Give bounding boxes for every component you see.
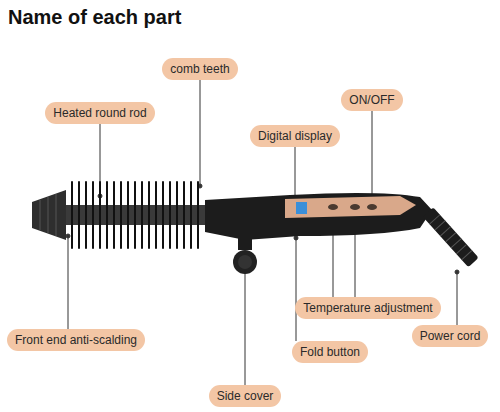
part-name: Front end anti-scalding bbox=[15, 333, 137, 347]
part-callout: comb teeth bbox=[162, 58, 237, 80]
part-name: Fold button bbox=[300, 345, 360, 359]
title: Name of each part bbox=[8, 6, 181, 29]
part-callout: ON/OFF bbox=[341, 89, 402, 111]
part-name: Side cover bbox=[217, 389, 274, 403]
part-name: Temperature adjustment bbox=[303, 301, 432, 315]
part-callout: Heated round rod bbox=[45, 102, 154, 124]
part-callout: Front end anti-scalding bbox=[7, 329, 145, 351]
part-callout: Temperature adjustment bbox=[295, 297, 440, 319]
part-name: comb teeth bbox=[170, 62, 229, 76]
part-name: Heated round rod bbox=[53, 106, 146, 120]
part-callout: Power cord bbox=[412, 325, 489, 347]
part-name: ON/OFF bbox=[349, 93, 394, 107]
part-name: Digital display bbox=[258, 129, 332, 143]
part-callout: Fold button bbox=[292, 341, 368, 363]
part-callout: Side cover bbox=[209, 385, 282, 407]
part-name: Power cord bbox=[420, 329, 481, 343]
part-callout: Digital display bbox=[250, 125, 340, 147]
